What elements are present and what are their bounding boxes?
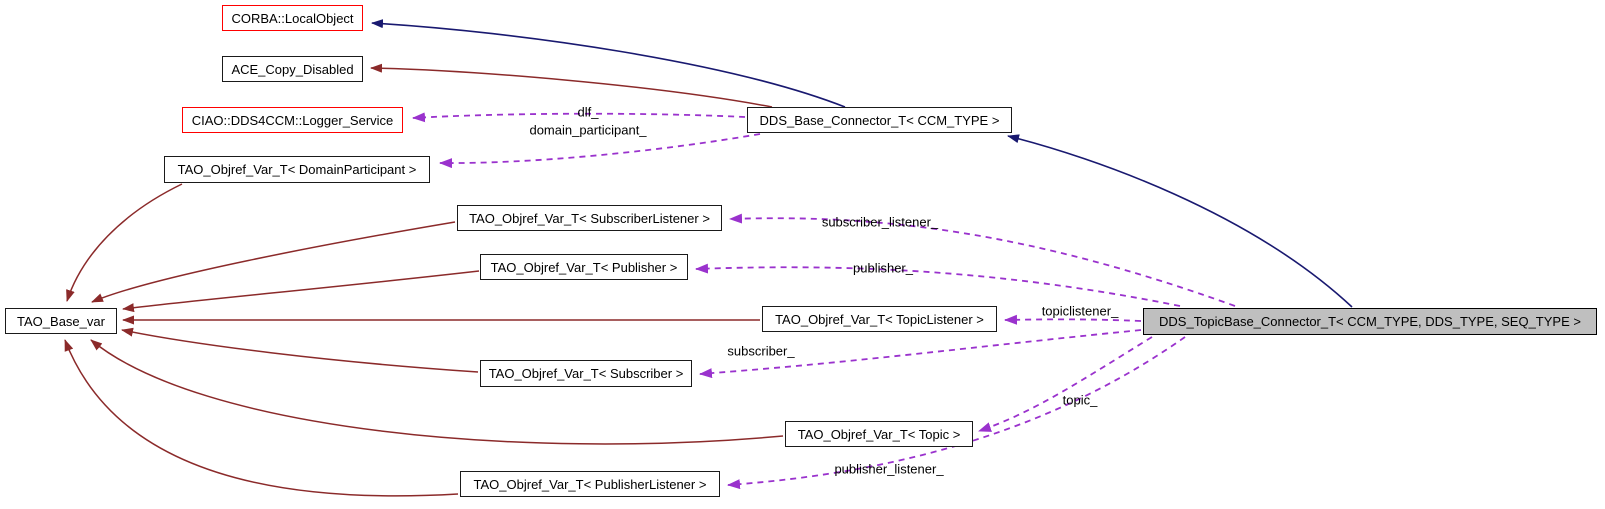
edge-inherit-publisherlistenervar-to-taobasevar bbox=[64, 339, 459, 497]
node-objref-var-topic-listener[interactable]: TAO_Objref_Var_T< TopicListener > bbox=[762, 306, 997, 332]
node-ace-copy-disabled[interactable]: ACE_Copy_Disabled bbox=[222, 56, 363, 82]
edge-use-publisher-listener bbox=[727, 336, 1186, 490]
edge-inherit-topicbase-to-ddsbase bbox=[1007, 134, 1353, 308]
edge-inherit-ddsbase-to-localobject bbox=[371, 19, 846, 108]
edge-inherit-subscribervar-to-taobasevar bbox=[121, 327, 479, 373]
edge-use-publisher bbox=[695, 263, 1181, 307]
edge-inherit-ddsbase-to-acecopydisabled bbox=[370, 63, 773, 108]
node-objref-var-publisher[interactable]: TAO_Objref_Var_T< Publisher > bbox=[480, 254, 688, 280]
edge-label-domain-participant: domain_participant_ bbox=[529, 122, 647, 138]
node-objref-var-topic[interactable]: TAO_Objref_Var_T< Topic > bbox=[785, 421, 973, 447]
edge-inherit-publishervar-to-taobasevar bbox=[122, 270, 480, 313]
edge-inherit-topicvar-to-taobasevar bbox=[90, 339, 784, 445]
node-ciao-dds4ccm-logger-service[interactable]: CIAO::DDS4CCM::Logger_Service bbox=[182, 107, 403, 133]
node-objref-var-publisher-listener[interactable]: TAO_Objref_Var_T< PublisherListener > bbox=[460, 471, 720, 497]
node-objref-var-subscriber-listener[interactable]: TAO_Objref_Var_T< SubscriberListener > bbox=[457, 205, 722, 231]
edge-label-subscriber-listener: subscriber_listener_ bbox=[821, 214, 939, 230]
edge-use-topic bbox=[978, 336, 1153, 432]
edge-use-domain-participant bbox=[439, 133, 761, 169]
edge-label-subscriber: subscriber_ bbox=[727, 343, 795, 359]
edge-label-publisher-listener: publisher_listener_ bbox=[834, 461, 944, 477]
node-tao-base-var[interactable]: TAO_Base_var bbox=[5, 308, 117, 334]
edge-label-topiclistener: topiclistener_ bbox=[1041, 303, 1119, 319]
node-dds-topicbase-connector: DDS_TopicBase_Connector_T< CCM_TYPE, DDS… bbox=[1143, 308, 1597, 335]
edge-use-subscriber-listener bbox=[729, 213, 1236, 307]
edge-label-topic: topic_ bbox=[1062, 392, 1098, 408]
edge-use-subscriber bbox=[699, 329, 1142, 379]
node-corba-local-object[interactable]: CORBA::LocalObject bbox=[222, 5, 363, 31]
edge-label-publisher: publisher_ bbox=[853, 260, 913, 276]
edge-inherit-domainparticipantvar-to-taobasevar bbox=[66, 183, 183, 302]
edge-use-topiclistener bbox=[1004, 314, 1142, 325]
node-objref-var-domain-participant[interactable]: TAO_Objref_Var_T< DomainParticipant > bbox=[164, 156, 430, 183]
node-dds-base-connector[interactable]: DDS_Base_Connector_T< CCM_TYPE > bbox=[747, 107, 1012, 133]
edge-label-dlf: dlf_ bbox=[577, 104, 599, 120]
edge-inherit-subscriberlistenervar-to-taobasevar bbox=[91, 221, 456, 303]
node-objref-var-subscriber[interactable]: TAO_Objref_Var_T< Subscriber > bbox=[480, 360, 692, 387]
